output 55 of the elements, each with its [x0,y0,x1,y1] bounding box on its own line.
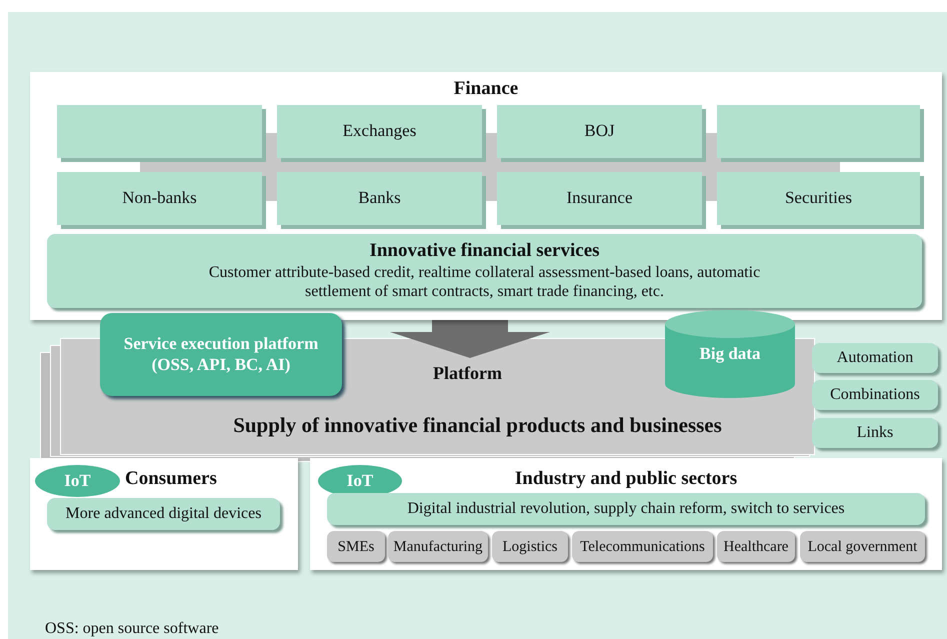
platform-box [100,313,342,396]
node-label: Banks [358,188,401,209]
category-box [277,172,482,225]
info-box [812,343,938,373]
section-title: Finance [454,78,518,101]
section-title: Industry and public sectors [514,468,738,491]
sector-box [572,531,713,562]
node-label: More advanced digital devices [66,504,262,524]
node-label: Links [856,423,894,443]
node-label: Combinations [830,385,920,405]
box-description: Customer attribute-based credit, realtime collateral assessment-based loans, automatic settlement of smart contracts, smart trade financing, etc. [208,263,762,302]
node-label: SMEs [338,538,374,556]
info-box [47,498,280,530]
info-box [812,380,938,410]
sector-box [327,531,385,562]
node-label: Big data [700,344,760,364]
node-label: Telecommunications [580,538,705,556]
category-box [717,105,920,158]
section-title: Consumers [125,468,217,491]
sector-box [717,531,795,562]
node-label: Local government [808,538,918,556]
info-box [47,234,922,308]
node-label: Manufacturing [393,538,483,556]
sector-box [800,531,925,562]
category-box [497,172,702,225]
info-box [327,493,925,525]
category-box [497,105,702,158]
node-label: Service execution platform (OSS, API, BC, AI) [122,334,320,375]
footnote: OSS: open source software [45,620,219,638]
node-label: BOJ [584,121,615,142]
node-label: Insurance [566,188,633,209]
arrow [390,318,550,358]
node-label: Exchanges [342,121,416,142]
node-label: Logistics [502,538,558,556]
node-label: IoT [346,470,374,492]
node-label: IoT [64,470,91,492]
section-panel [310,458,942,570]
category-box [57,172,262,225]
platform-subtitle: Supply of innovative financial products and businesses [233,412,722,438]
node-label: Digital industrial revolution, supply chain reform, switch to services [407,499,845,519]
category-box [277,105,482,158]
node-label: Automation [836,348,914,368]
section-panel [30,72,942,320]
info-box [812,418,938,448]
category-box [57,105,262,158]
box-title: Innovative financial services [369,240,600,264]
database-cylinder [665,310,795,398]
sector-box [388,531,488,562]
node-label: Securities [784,188,852,209]
node-label: Non-banks [122,188,197,209]
node-label: Healthcare [724,538,788,556]
sector-box [492,531,568,562]
category-box [717,172,920,225]
platform-title: Platform [433,363,502,385]
section-panel [30,458,298,570]
